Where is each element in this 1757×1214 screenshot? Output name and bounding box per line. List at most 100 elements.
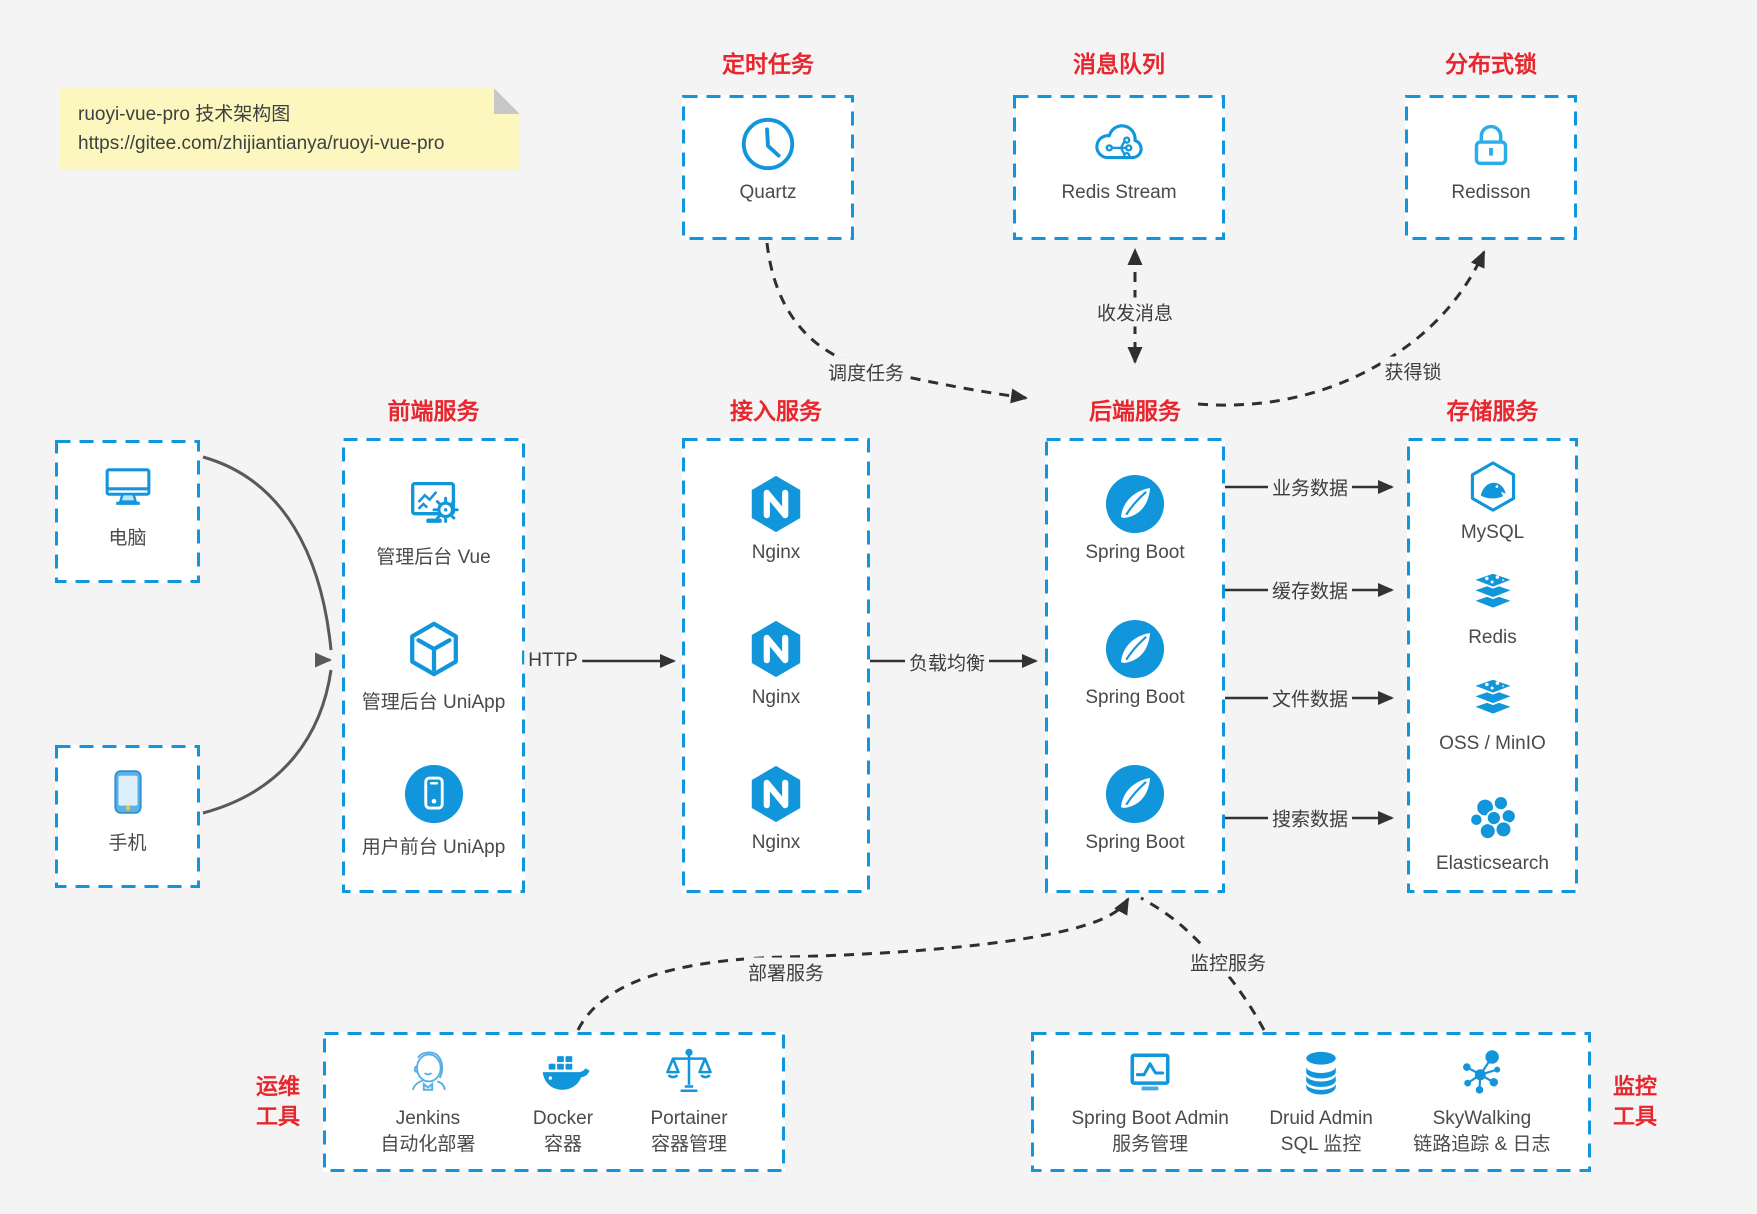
- edge-label-deploy: 部署服务: [743, 957, 829, 987]
- group-title-frontend: 前端服务: [387, 398, 480, 424]
- node-desc: 容器管理: [651, 1134, 728, 1155]
- node-nginx-1: Nginx: [682, 473, 870, 564]
- node-label: OSS / MinIO: [1439, 733, 1546, 754]
- ops-tools-label-line2: 工具: [255, 1104, 300, 1129]
- node-label: Quartz: [739, 182, 797, 203]
- column-frontend: 管理后台 Vue 管理后台 UniApp 用户前台 UniApp: [342, 438, 525, 893]
- node-label: 手机: [108, 833, 147, 854]
- note-url: https://gitee.com/zhijiantianya/ruoyi-vu…: [78, 133, 445, 154]
- node-desc: 自动化部署: [380, 1134, 476, 1155]
- group-monitor-tools: Spring Boot Admin 服务管理 Druid Admin SQL 监…: [1031, 1032, 1591, 1172]
- node-admin-vue: 管理后台 Vue: [342, 473, 525, 569]
- node-docker: Docker 容器: [533, 1046, 593, 1158]
- docker-icon: [536, 1046, 590, 1100]
- group-title-scheduled-task: 定时任务: [722, 51, 814, 77]
- node-springboot-3: Spring Boot: [1045, 763, 1225, 854]
- monitor-tools-label-line1: 监控: [1612, 1074, 1657, 1099]
- column-backend: Spring Boot Spring Boot Spring Boot: [1045, 438, 1225, 893]
- node-name: Spring Boot Admin: [1071, 1108, 1229, 1129]
- note-title: ruoyi-vue-pro 技术架构图: [78, 104, 291, 125]
- edge-label-business-data: 业务数据: [1267, 472, 1353, 502]
- edge-label-load-balance: 负载均衡: [904, 647, 990, 677]
- desktop-icon: [99, 458, 157, 516]
- spring-boot-icon: [1104, 763, 1166, 825]
- admin-vue-icon: [403, 473, 465, 535]
- node-name: Portainer: [650, 1108, 728, 1129]
- group-title-distributed-lock: 分布式锁: [1445, 51, 1537, 77]
- uniapp-cube-icon: [403, 618, 465, 680]
- nginx-icon: [745, 473, 807, 535]
- storage-stack-icon: [1465, 670, 1521, 726]
- node-oss-minio: OSS / MinIO: [1407, 670, 1578, 755]
- node-user-uniapp: 用户前台 UniApp: [342, 763, 525, 859]
- node-portainer: Portainer 容器管理: [650, 1046, 728, 1158]
- column-storage: MySQL Redis OSS / MinIO Elasticsearch: [1407, 438, 1578, 893]
- mysql-icon: [1465, 459, 1521, 515]
- node-phone: 手机: [55, 745, 200, 888]
- node-jenkins: Jenkins 自动化部署: [380, 1046, 475, 1158]
- edge-label-schedule: 调度任务: [823, 357, 909, 387]
- node-springboot-2: Spring Boot: [1045, 618, 1225, 709]
- ops-tools-label: 运维 工具: [246, 1072, 310, 1132]
- node-quartz: Quartz: [682, 95, 854, 240]
- redis-stack-icon: [1465, 564, 1521, 620]
- edge-phone-to-frontend: [202, 669, 333, 815]
- node-name: Docker: [532, 1108, 594, 1129]
- edge-label-search-data: 搜索数据: [1267, 803, 1353, 833]
- node-label: Redis Stream: [1061, 182, 1177, 203]
- node-label: Nginx: [751, 687, 801, 708]
- node-name: Druid Admin: [1269, 1108, 1373, 1129]
- column-access: Nginx Nginx Nginx: [682, 438, 870, 893]
- node-name: SkyWalking: [1432, 1108, 1532, 1129]
- user-app-icon: [403, 763, 465, 825]
- edge-label-lock: 获得锁: [1380, 356, 1446, 386]
- monitor-chart-icon: [1123, 1046, 1177, 1100]
- node-label: 电脑: [108, 528, 147, 549]
- jenkins-icon: [401, 1046, 455, 1100]
- spring-boot-icon: [1104, 618, 1166, 680]
- node-label: Spring Boot: [1085, 542, 1185, 563]
- node-pc: 电脑: [55, 440, 200, 583]
- node-desc: SQL 监控: [1280, 1134, 1362, 1155]
- elasticsearch-icon: [1465, 790, 1521, 846]
- edge-label-http: HTTP: [524, 649, 582, 673]
- node-elasticsearch: Elasticsearch: [1407, 790, 1578, 875]
- node-redis: Redis: [1407, 564, 1578, 649]
- node-label: Redis: [1468, 627, 1517, 648]
- smartphone-icon: [99, 763, 157, 821]
- node-label: Nginx: [751, 832, 801, 853]
- edge-label-file-data: 文件数据: [1267, 683, 1353, 713]
- portainer-icon: [662, 1046, 716, 1100]
- group-title-access: 接入服务: [730, 398, 822, 424]
- group-title-backend: 后端服务: [1089, 398, 1181, 424]
- edge-pc-to-frontend: [202, 455, 333, 651]
- node-label: Redisson: [1451, 182, 1531, 203]
- database-icon: [1294, 1046, 1348, 1100]
- cloud-stream-icon: [1088, 113, 1150, 175]
- edge-label-monitor: 监控服务: [1185, 947, 1271, 977]
- node-label: 用户前台 UniApp: [361, 837, 506, 858]
- node-redisson: Redisson: [1405, 95, 1577, 240]
- ops-tools-label-line1: 运维: [255, 1074, 300, 1099]
- lock-icon: [1460, 113, 1522, 175]
- edge-label-message: 收发消息: [1092, 297, 1178, 327]
- node-mysql: MySQL: [1407, 459, 1578, 544]
- node-redis-stream: Redis Stream: [1013, 95, 1225, 240]
- node-nginx-3: Nginx: [682, 763, 870, 854]
- node-druid-admin: Druid Admin SQL 监控: [1269, 1046, 1373, 1158]
- clock-icon: [737, 113, 799, 175]
- node-label: Nginx: [751, 542, 801, 563]
- monitor-tools-label: 监控 工具: [1603, 1072, 1667, 1132]
- node-nginx-2: Nginx: [682, 618, 870, 709]
- node-label: Spring Boot: [1085, 832, 1185, 853]
- node-desc: 容器: [543, 1134, 582, 1155]
- edge-label-cache-data: 缓存数据: [1267, 575, 1353, 605]
- monitor-tools-label-line2: 工具: [1612, 1104, 1657, 1129]
- group-title-storage: 存储服务: [1446, 398, 1539, 424]
- node-desc: 服务管理: [1112, 1134, 1189, 1155]
- node-skywalking: SkyWalking 链路追踪 & 日志: [1413, 1046, 1551, 1158]
- node-springboot-1: Spring Boot: [1045, 473, 1225, 564]
- group-ops-tools: Jenkins 自动化部署 Docker 容器 Portainer 容器管理: [323, 1032, 785, 1172]
- group-title-message-queue: 消息队列: [1073, 51, 1165, 77]
